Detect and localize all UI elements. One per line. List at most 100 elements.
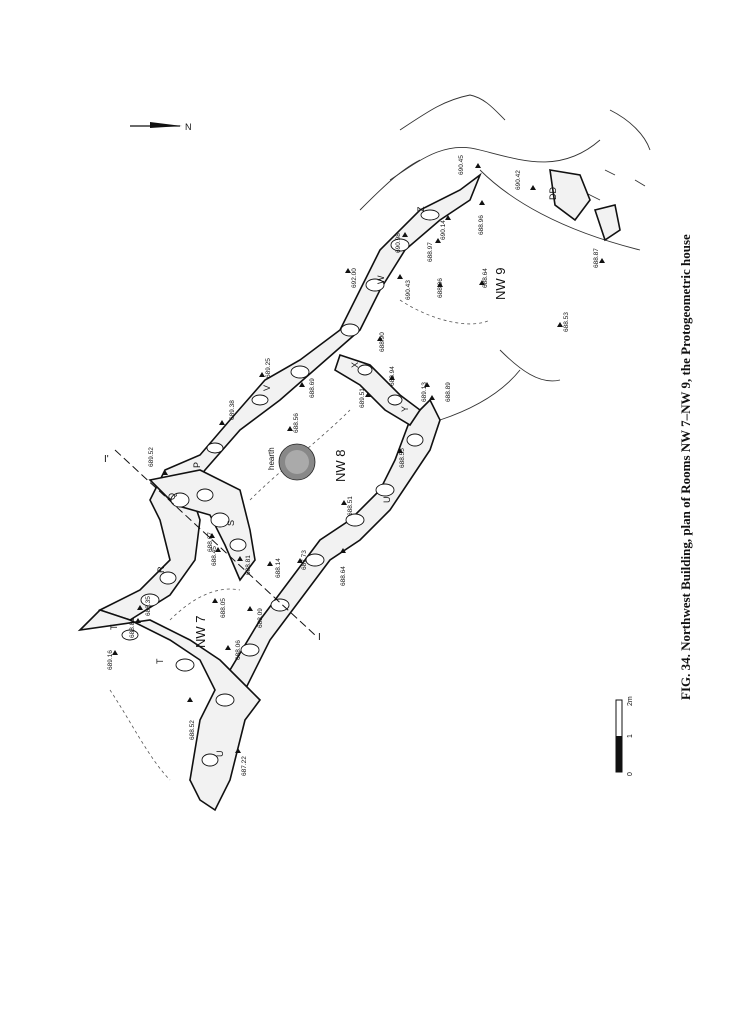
elevation-label: 689.16	[107, 650, 114, 670]
elevation-label: 687.22	[241, 756, 248, 776]
elevation-point: 688.64	[340, 548, 347, 586]
elevation-point: 688.81	[129, 618, 141, 638]
elevation-label: 688.56	[293, 413, 300, 433]
wall-letter-z: Z	[416, 206, 426, 212]
elevation-point: 688.81	[237, 555, 252, 575]
room-label-nw9: NW 9	[493, 268, 508, 301]
elevation-point: 688.89	[429, 382, 452, 402]
elevation-point: 687.73	[297, 550, 308, 570]
elevation-point: 689.13	[421, 382, 430, 402]
wall-letter-t2: T	[155, 658, 165, 664]
scale-tick-2m: 2m	[627, 696, 634, 706]
elevation-point: 689.51	[359, 388, 371, 408]
elevation-label: 688.81	[245, 555, 252, 575]
elevation-point: 688.35	[137, 596, 152, 616]
elevation-point: 689.38	[219, 400, 236, 425]
elevation-label: 688.81	[129, 618, 136, 638]
hearth-label: hearth	[267, 447, 276, 470]
elevation-point: 688.06	[225, 640, 242, 660]
wall-letter-v: V	[262, 385, 272, 391]
elevation-point: 688.96	[478, 200, 485, 235]
elevation-point: 688.69	[299, 378, 316, 398]
room-label-nw7: NW 7	[193, 616, 208, 649]
elevation-label: 689.13	[421, 382, 428, 402]
elevation-label: 688.52	[189, 720, 196, 740]
wall-nw8-nw9	[334, 353, 422, 427]
feature-label-dd: DD	[548, 187, 558, 200]
elevation-point: 690.14	[440, 215, 451, 240]
wall-letter-w: W	[376, 275, 386, 284]
elevation-point: 692.00	[345, 268, 358, 288]
scale-tick-1: 1	[627, 734, 634, 738]
elevation-point: 688.51	[341, 496, 354, 516]
elevation-label: 688.64	[482, 268, 489, 288]
figure-caption: FIG. 34. Northwest Building, plan of Roo…	[678, 234, 693, 700]
elevation-label: 690.43	[405, 280, 412, 300]
scale-bar: 0 1 2m	[615, 696, 634, 776]
elevation-point: 690.42	[515, 170, 536, 190]
wall-letter-r: R	[156, 566, 166, 573]
elevation-point: 688.97	[427, 238, 441, 262]
elevation-label: 690.45	[458, 155, 465, 175]
elevation-label: 688.55	[399, 448, 406, 468]
wall-letter-p: P	[192, 462, 202, 468]
wall-letters: P Q R S T T U U V W X Y Z	[109, 206, 426, 757]
elevation-point: 689.52	[148, 447, 168, 475]
elevation-point: 688.52	[187, 697, 196, 740]
elevation-label: 688.87	[593, 248, 600, 268]
elevation-label: 689.52	[148, 447, 155, 467]
elevation-label: 688.09	[257, 608, 264, 628]
elevation-label: 688.90	[379, 332, 386, 352]
stones	[121, 209, 440, 767]
wall-letter-t1: T	[109, 624, 119, 630]
elevation-point: 689.25	[259, 358, 272, 378]
elevation-point: 688.96	[437, 278, 444, 298]
elevation-label: 689.38	[229, 400, 236, 420]
wall-ne-rubble	[593, 204, 621, 242]
section-mark-i: I	[318, 632, 321, 643]
elevation-label: 688.35	[145, 596, 152, 616]
section-line: I I'	[104, 449, 321, 643]
room-label-nw8: NW 8	[333, 450, 348, 483]
elevation-label: 688.69	[309, 378, 316, 398]
elevation-label: 688.45	[211, 546, 218, 566]
elevation-label: 688.97	[427, 242, 434, 262]
room-labels: NW 7 NW 8 NW 9 DD	[193, 187, 558, 648]
elevation-label: 689.51	[359, 388, 366, 408]
elevation-label: 688.06	[235, 640, 242, 660]
elevation-point: 688.64	[479, 268, 489, 288]
elevation-label: 688.67	[207, 532, 214, 552]
wall-letter-y: Y	[400, 406, 410, 412]
elevation-label: 689.25	[265, 358, 272, 378]
elevation-label: 688.64	[340, 566, 347, 586]
walls	[77, 169, 621, 812]
elevation-point: 688.87	[593, 248, 605, 268]
elevation-label: 688.94	[389, 366, 396, 386]
elevation-label: 688.14	[275, 558, 282, 578]
elevation-label: 690.98	[395, 233, 402, 253]
elevation-label: 688.51	[347, 496, 354, 516]
scale-tick-0: 0	[627, 772, 634, 776]
elevation-point: 688.94	[389, 366, 396, 386]
wall-letter-x: X	[350, 362, 360, 368]
wall-ne-end	[549, 169, 591, 222]
wall-letter-q: Q	[167, 493, 177, 500]
elevation-point: 688.05	[212, 598, 227, 618]
elevation-point: 689.16	[107, 650, 118, 670]
elevation-point: 688.67	[207, 532, 215, 552]
elevation-label: 690.14	[440, 220, 447, 240]
elevation-label: 688.89	[445, 382, 452, 402]
elevation-point: 690.43	[397, 274, 412, 300]
elevation-point: 690.45	[458, 155, 481, 175]
elevation-point: 688.56	[287, 413, 300, 433]
elevation-point: 688.90	[377, 332, 386, 352]
elevation-label: 688.05	[220, 598, 227, 618]
wall-letter-s: S	[226, 520, 236, 526]
elevation-label: 692.00	[351, 268, 358, 288]
elevation-readings: 690.45 690.42 688.96 690.14 690.98 688.9…	[107, 155, 605, 776]
elevation-label: 688.96	[437, 278, 444, 298]
elevation-label: 688.53	[563, 312, 570, 332]
elevation-point: 690.98	[395, 232, 408, 253]
elevation-label: 690.42	[515, 170, 522, 190]
